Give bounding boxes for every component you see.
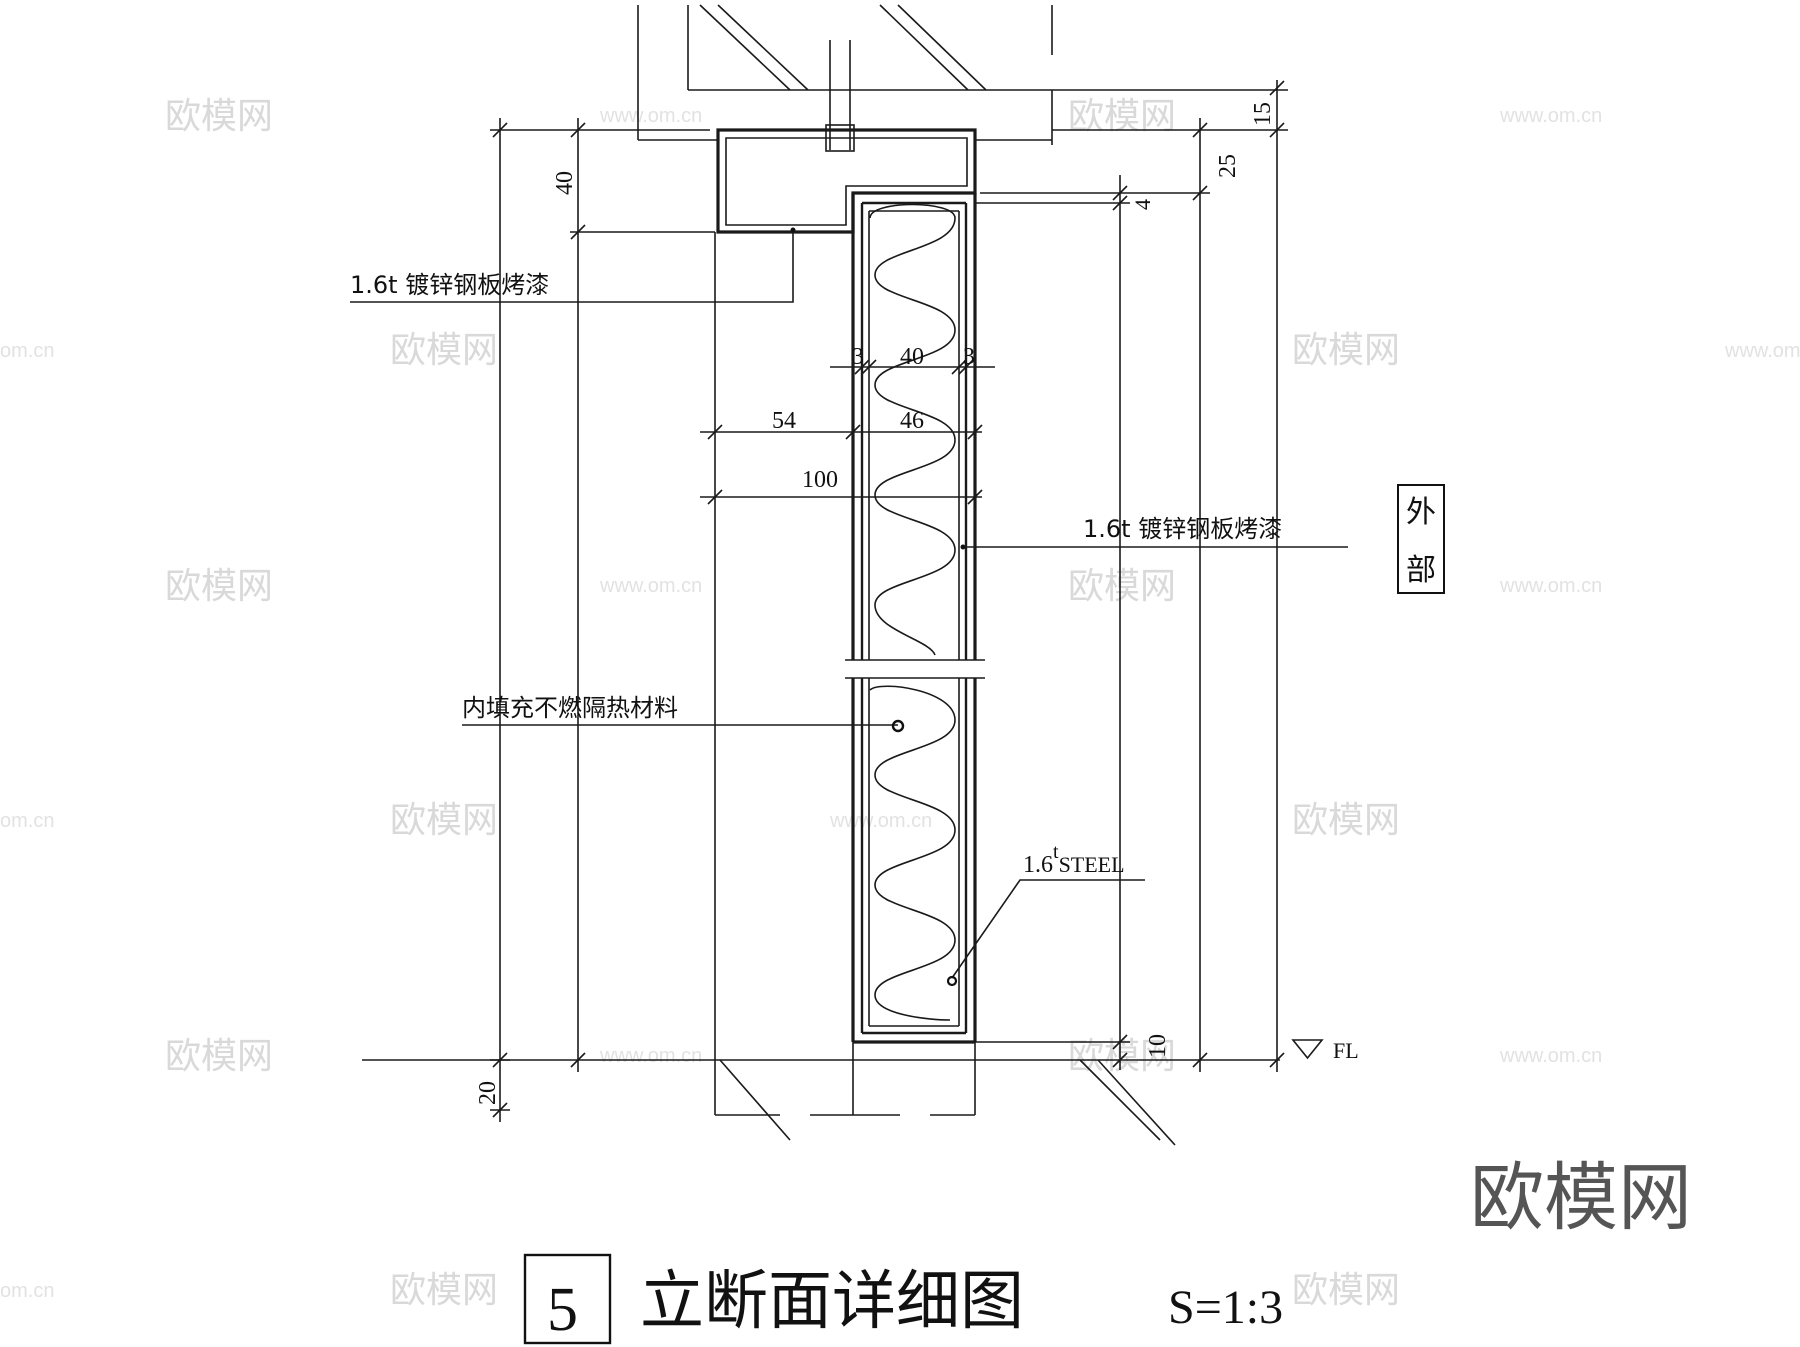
dim-40: 40 <box>900 344 924 370</box>
drawing-scale: S=1:3 <box>1168 1281 1283 1334</box>
floor-structure <box>362 1042 1280 1146</box>
watermark-url: om.cn <box>0 340 54 362</box>
dim-20: 20 <box>475 1081 501 1105</box>
watermark-url: om.cn <box>0 1280 54 1302</box>
watermark-layer: 欧模网 www.om.cn 欧模网 www.om.cn om.cn 欧模网 欧模… <box>0 96 1800 1311</box>
watermark-url: www.om.cn <box>1499 105 1602 127</box>
label-steel: 1.6tSTEEL <box>1023 841 1125 878</box>
insulation-infill <box>869 203 956 1021</box>
watermark-url: www.om.cn <box>599 105 702 127</box>
dim-3b: 3 <box>963 344 975 370</box>
label-exterior-1: 外 <box>1406 495 1436 530</box>
watermark-brand: 欧模网 <box>1292 800 1400 841</box>
watermark-brand: 欧模网 <box>1068 566 1176 607</box>
watermark-brand: 欧模网 <box>1292 1270 1400 1311</box>
watermark-brand: 欧模网 <box>1068 96 1176 137</box>
watermark-brand: 欧模网 <box>390 800 498 841</box>
dimension-text: 40 15 25 4 3 40 3 54 46 100 10 20 <box>475 102 1276 1105</box>
dim-10: 10 <box>1145 1034 1171 1058</box>
dim-40-top: 40 <box>552 171 578 195</box>
label-floor-level: FL <box>1333 1038 1359 1063</box>
drawing-number: 5 <box>547 1276 578 1344</box>
dim-4: 4 <box>1130 199 1155 210</box>
watermark-url: www.om.cn <box>829 810 932 832</box>
watermark-brand: 欧模网 <box>165 566 273 607</box>
watermark-brand: 欧模网 <box>390 1270 498 1311</box>
watermark-brand: 欧模网 <box>1292 330 1400 371</box>
watermark-url: www.om.cn <box>599 575 702 597</box>
label-steel-suffix: STEEL <box>1059 852 1125 877</box>
door-leaf <box>845 193 985 1044</box>
drawing-number-box <box>523 1253 612 1345</box>
title-block: 5 立断面详细图 S=1:3 <box>523 1253 1283 1345</box>
label-exterior-2: 部 <box>1406 553 1436 588</box>
header-channel <box>716 128 977 234</box>
dimension-lines <box>490 80 1324 1122</box>
brand-watermark: 欧模网 <box>1470 1155 1692 1241</box>
annotations: 1.6t 镀锌钢板烤漆 1.6t 镀锌钢板烤漆 内填充不燃隔热材料 1.6tST… <box>350 271 1445 1063</box>
watermark-url: www.om.cn <box>599 1045 702 1067</box>
watermark-brand: 欧模网 <box>1068 1036 1176 1077</box>
label-panel-top: 1.6t 镀锌钢板烤漆 <box>350 271 549 299</box>
leader-lines <box>350 227 1348 987</box>
watermark-url: www.om.cn <box>1724 340 1800 362</box>
dim-3a: 3 <box>852 344 864 370</box>
dim-46: 46 <box>900 408 924 434</box>
label-infill: 内填充不燃隔热材料 <box>462 694 678 722</box>
dim-54: 54 <box>772 408 796 434</box>
drawing-title: 立断面详细图 <box>640 1265 1024 1339</box>
exterior-box <box>1397 484 1445 594</box>
watermark-brand: 欧模网 <box>165 1036 273 1077</box>
label-steel-sup: t <box>1053 841 1059 863</box>
dim-100: 100 <box>802 467 838 493</box>
watermark-url: www.om.cn <box>1499 1045 1602 1067</box>
dim-25: 25 <box>1215 154 1241 178</box>
label-steel-prefix: 1.6 <box>1023 852 1053 878</box>
watermark-url: www.om.cn <box>1499 575 1602 597</box>
watermark-brand: 欧模网 <box>390 330 498 371</box>
watermark-brand: 欧模网 <box>165 96 273 137</box>
dim-15: 15 <box>1250 102 1276 126</box>
watermark-url: om.cn <box>0 810 54 832</box>
label-panel-face: 1.6t 镀锌钢板烤漆 <box>1083 515 1282 543</box>
